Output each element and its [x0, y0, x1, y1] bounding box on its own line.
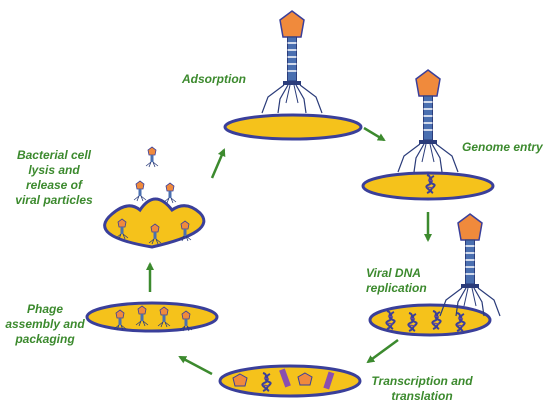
- released-phage-icon: [145, 146, 159, 168]
- arrow-icon: [210, 148, 226, 179]
- stage-assembly: [85, 301, 219, 333]
- stage-replication: [368, 213, 501, 337]
- label-lysis: Bacterial cell lysis and release of vira…: [2, 148, 106, 208]
- arrow-icon: [363, 126, 386, 142]
- label-transcription-line1: Transcription and: [371, 374, 473, 388]
- stage-genome-entry: [361, 69, 495, 201]
- tail-protein-icon: [323, 371, 335, 390]
- released-phage-icon: [163, 182, 177, 204]
- stage-adsorption: [223, 10, 363, 141]
- cycle-arrows: [146, 126, 432, 376]
- arrow-icon: [366, 338, 399, 364]
- stage-transcription: [218, 364, 362, 398]
- label-genome-entry: Genome entry: [462, 140, 543, 154]
- capsid-protein-icon: [232, 373, 248, 387]
- label-assembly-line3: packaging: [15, 332, 75, 346]
- label-replication-line2: replication: [366, 281, 427, 295]
- label-lysis-line1: Bacterial cell: [16, 148, 92, 162]
- label-assembly: Phage assembly and packaging: [0, 302, 90, 347]
- label-replication-line1: Viral DNA: [366, 266, 421, 280]
- stage-lysis: [103, 146, 206, 249]
- label-transcription-line2: translation: [391, 389, 453, 403]
- tail-protein-icon: [279, 368, 291, 388]
- label-transcription: Transcription and translation: [362, 374, 482, 404]
- label-lysis-line4: viral particles: [15, 193, 93, 207]
- label-replication: Viral DNA replication: [366, 266, 427, 296]
- label-adsorption: Adsorption: [182, 72, 246, 86]
- bacterial-cell-icon: [218, 364, 362, 398]
- bacteriophage-icon: [439, 213, 501, 317]
- bacterial-cell-icon: [85, 301, 219, 333]
- label-lysis-line3: release of: [25, 178, 83, 192]
- label-lysis-line2: lysis and: [28, 163, 80, 177]
- capsid-protein-icon: [297, 372, 313, 386]
- bacteriophage-icon: [261, 10, 323, 114]
- bacteriophage-icon: [397, 69, 459, 173]
- label-assembly-line1: Phage: [26, 302, 63, 316]
- released-phage-icon: [133, 180, 147, 202]
- lysed-cell-icon: [103, 197, 206, 249]
- arrow-icon: [178, 355, 213, 376]
- label-assembly-line2: assembly and: [5, 317, 85, 331]
- bacterial-cell-icon: [223, 113, 363, 141]
